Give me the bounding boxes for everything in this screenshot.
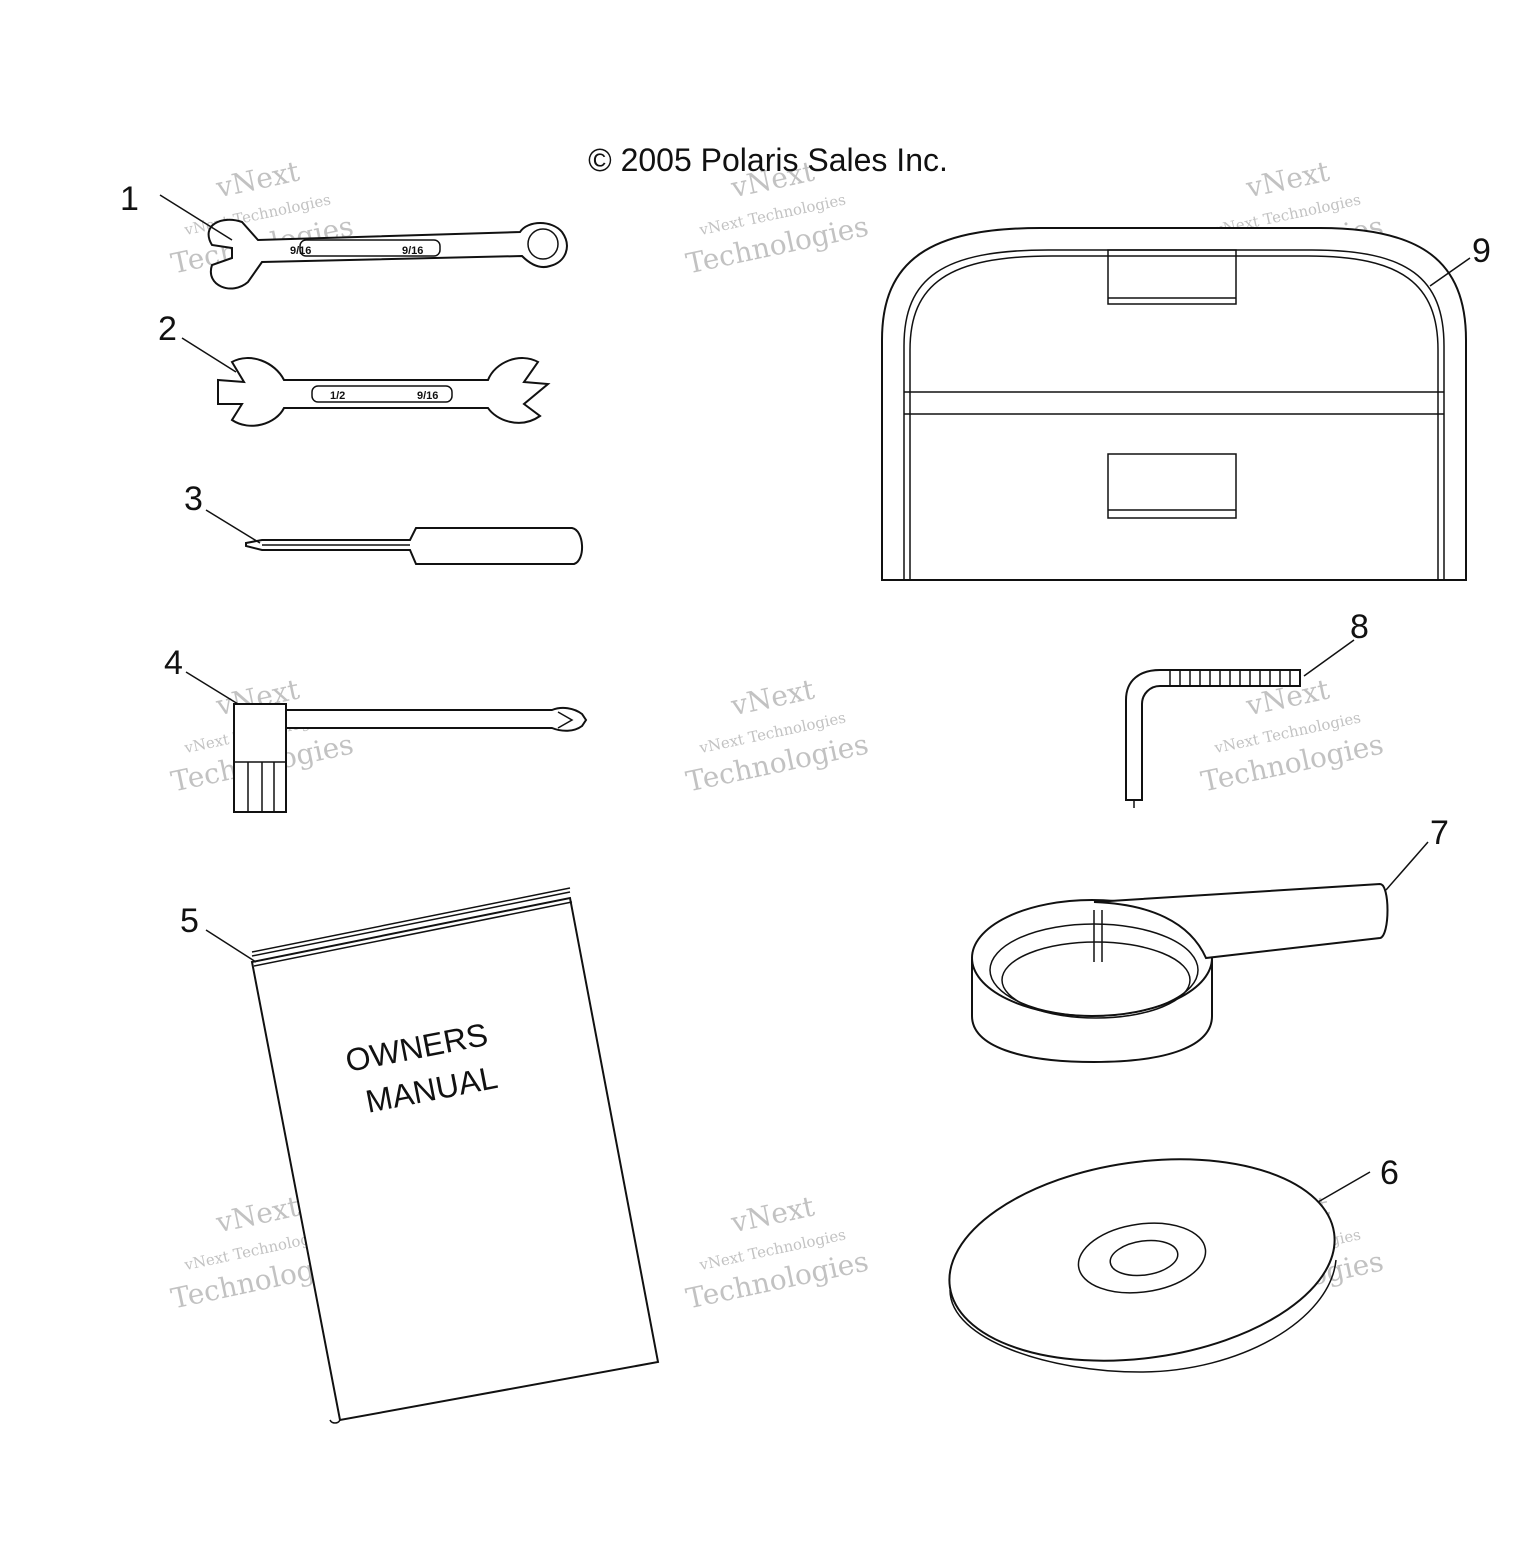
hex-key <box>1125 669 1301 808</box>
leader-line <box>1385 841 1429 891</box>
leader-line <box>159 194 233 241</box>
watermark: vNext vNext Technologies Technologies <box>683 672 871 798</box>
leader-line <box>205 929 257 963</box>
leader-line <box>1317 1171 1371 1203</box>
callout-9: 9 <box>1472 232 1491 270</box>
leader-line <box>1429 257 1471 287</box>
leader-line <box>181 337 237 373</box>
svg-text:vNext: vNext <box>727 672 818 722</box>
tool-bag <box>881 227 1467 581</box>
callout-6: 6 <box>1380 1154 1399 1192</box>
copyright-notice: © 2005 Polaris Sales Inc. <box>588 142 948 178</box>
spark-plug-wrench <box>233 703 588 813</box>
svg-text:9/16: 9/16 <box>402 245 423 257</box>
owners-manual: OWNERS MANUAL <box>250 887 660 1424</box>
svg-text:vNext: vNext <box>212 1189 303 1239</box>
watermark: vNext vNext Technologies Technologies <box>683 1189 871 1315</box>
open-end-wrench: 1/2 9/16 <box>217 357 551 427</box>
strap <box>971 882 1389 1064</box>
combination-wrench: 9/16 9/16 <box>207 218 568 290</box>
callout-8: 8 <box>1350 608 1369 646</box>
disc <box>948 1158 1337 1373</box>
leader-line <box>185 671 239 705</box>
screwdriver <box>245 527 583 565</box>
svg-text:1/2: 1/2 <box>330 390 345 402</box>
svg-text:9/16: 9/16 <box>290 245 311 257</box>
callout-2: 2 <box>158 310 177 348</box>
svg-text:vNext: vNext <box>727 1189 818 1239</box>
callout-4: 4 <box>164 644 183 682</box>
callout-7: 7 <box>1430 814 1449 852</box>
callout-1: 1 <box>120 180 139 218</box>
svg-text:9/16: 9/16 <box>417 390 438 402</box>
callout-5: 5 <box>180 902 199 940</box>
callout-3: 3 <box>184 480 203 518</box>
leader-line <box>1303 639 1355 677</box>
leader-line <box>205 509 261 544</box>
